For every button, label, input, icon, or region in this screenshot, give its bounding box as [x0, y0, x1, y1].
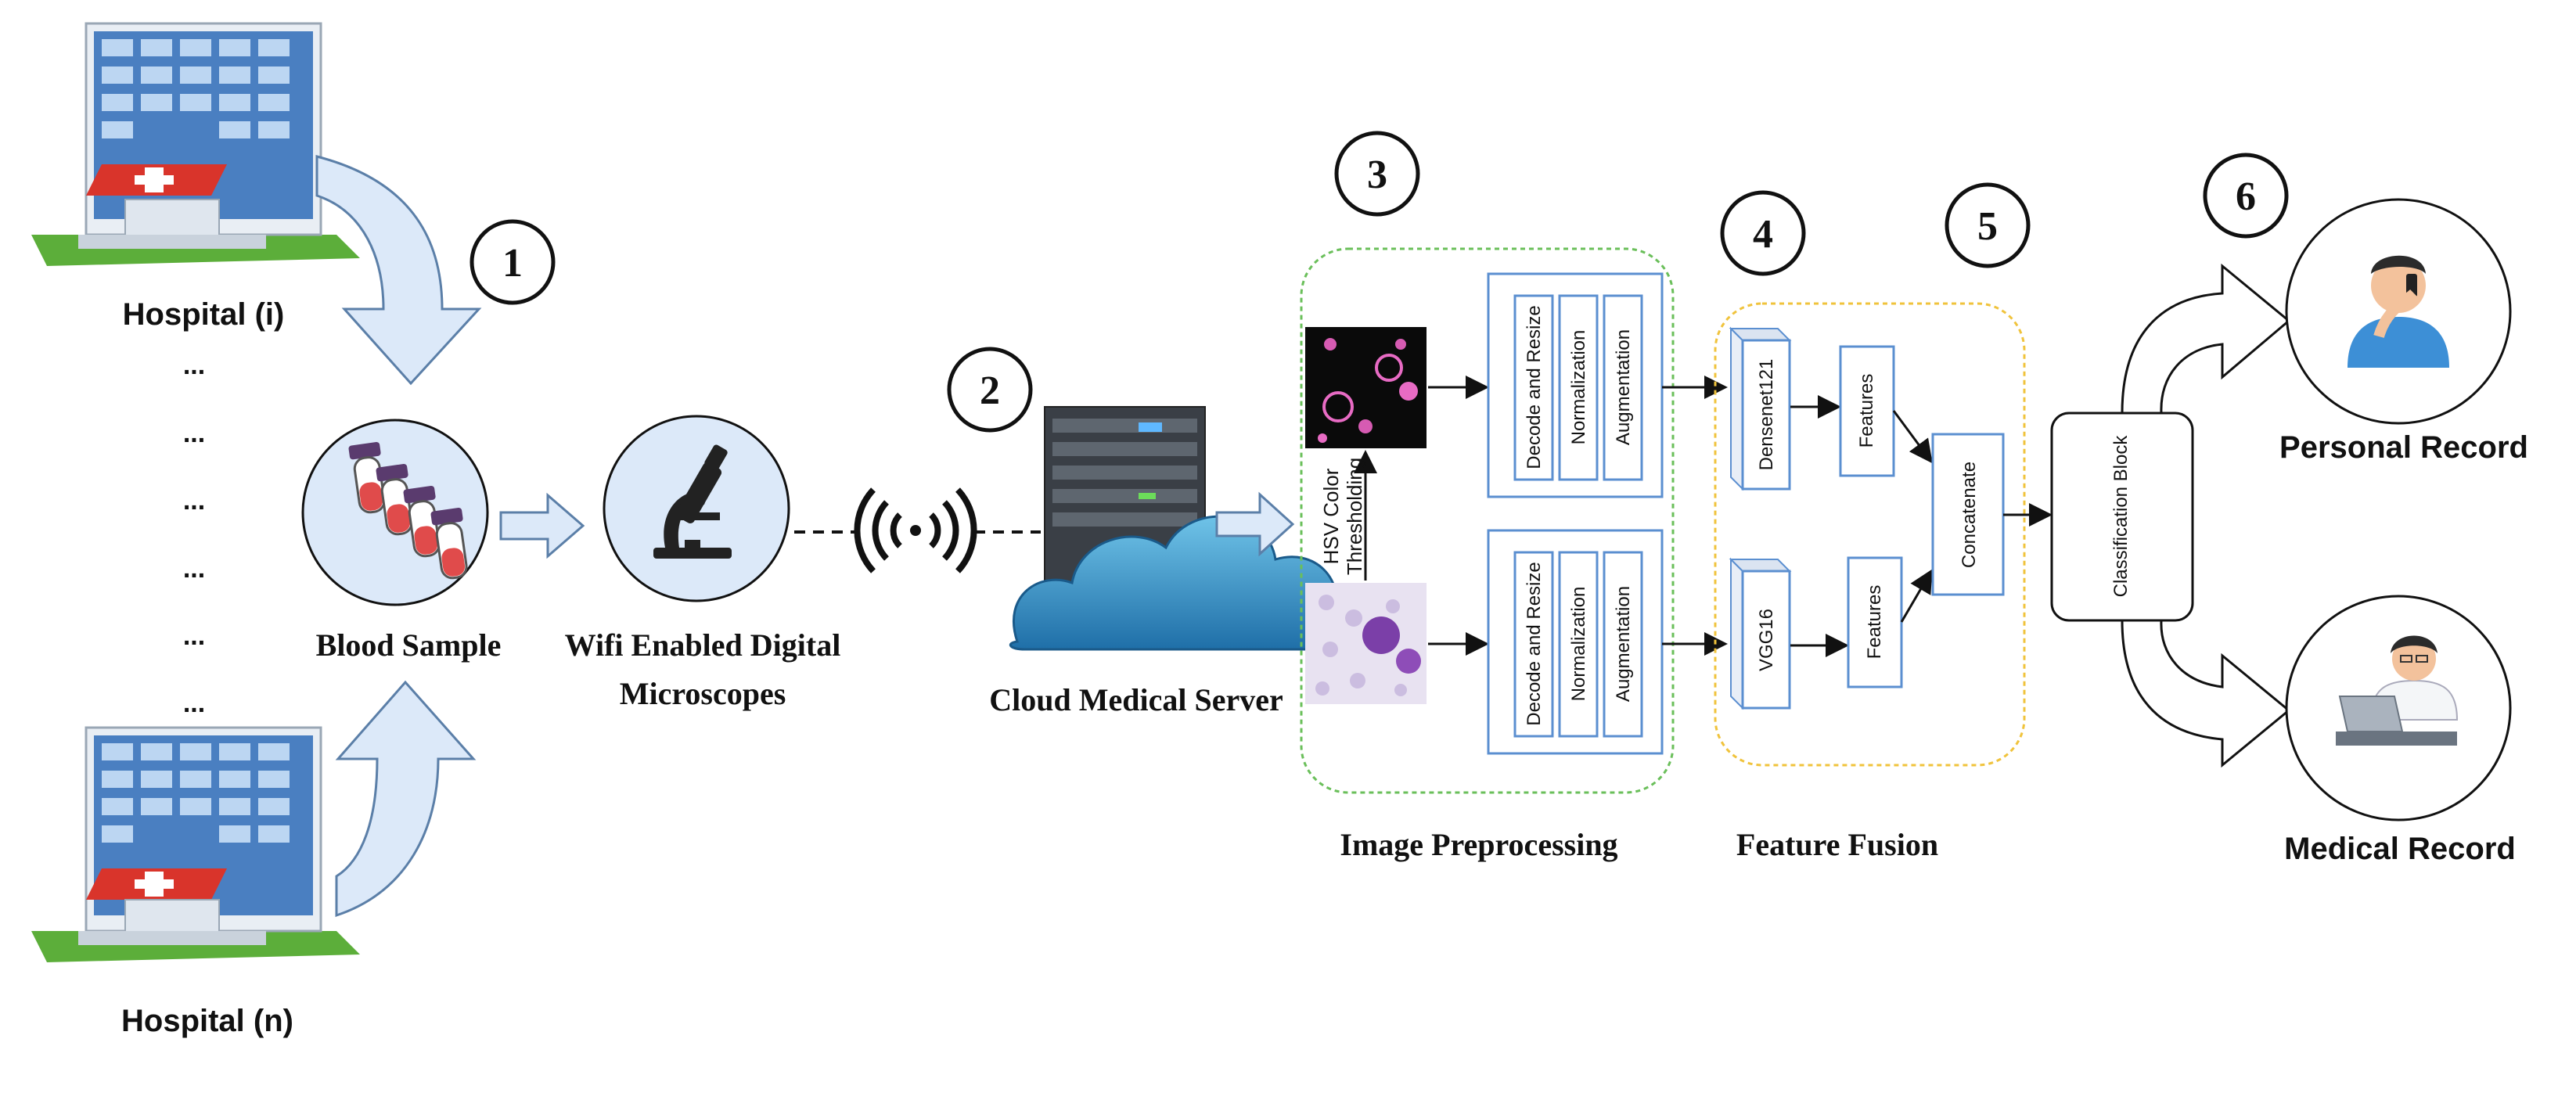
step-4-badge: 4: [1720, 190, 1806, 276]
person-phone-icon: [2348, 255, 2449, 368]
hospital-ellipsis-list: ... ... ... ... ... ...: [183, 350, 205, 718]
sample-image-blood-smear: [1305, 583, 1427, 704]
blood-sample-label: Blood Sample: [316, 627, 502, 663]
sample-image-thresholded: [1305, 327, 1427, 448]
ellipsis-1: ...: [183, 350, 205, 380]
vgg-label: VGG16: [1756, 609, 1777, 671]
arrow-cloud-to-preprocessing: [1215, 491, 1295, 557]
microscope-label-line1: Wifi Enabled Digital: [565, 627, 841, 663]
normalization-bottom: Normalization: [1568, 587, 1589, 702]
thresholding-label: HSV Color Thresholding: [1319, 458, 1366, 575]
normalization-top: Normalization: [1568, 330, 1589, 445]
step-3-number: 3: [1367, 153, 1387, 197]
vgg-block: VGG16: [1729, 557, 1792, 710]
medical-record-node: [2285, 595, 2512, 821]
curved-arrow-to-personal: [2121, 263, 2291, 415]
hospital-top-icon: [31, 22, 360, 266]
preprocessing-stack-bottom: Decode and Resize Normalization Augmenta…: [1487, 529, 1664, 755]
concatenate-label: Concatenate: [1959, 462, 1980, 568]
step-2-number: 2: [980, 368, 1000, 413]
fusion-container: [1714, 302, 2026, 767]
curved-arrow-bottom: [335, 680, 477, 918]
step-5-number: 5: [1977, 204, 1998, 249]
thresholding-line1: HSV Color: [1319, 468, 1343, 564]
personal-record-node: [2285, 198, 2512, 425]
decode-resize-top: Decode and Resize: [1524, 305, 1545, 469]
step-1-badge: 1: [470, 219, 556, 305]
augmentation-top: Augmentation: [1613, 329, 1634, 445]
augmentation-bottom: Augmentation: [1613, 586, 1634, 702]
microscope-icon: [653, 444, 732, 559]
curved-arrow-top: [315, 155, 482, 386]
densenet-block: Densenet121: [1729, 326, 1792, 491]
step-6-badge: 6: [2203, 153, 2289, 239]
arrow-blood-to-microscope: [499, 492, 585, 559]
step-6-number: 6: [2236, 174, 2256, 219]
fusion-section-label: Feature Fusion: [1736, 827, 1938, 862]
arrow-features-bottom-to-concat: [1900, 569, 1933, 623]
step-4-number: 4: [1753, 212, 1773, 257]
step-1-number: 1: [502, 241, 523, 286]
decode-resize-bottom: Decode and Resize: [1524, 562, 1545, 725]
ellipsis-3: ...: [183, 486, 205, 516]
test-tubes-icon: [348, 441, 468, 580]
cloud-server-icon: [1009, 406, 1348, 651]
preprocessing-container: [1300, 247, 1675, 794]
step-5-badge: 5: [1945, 182, 2031, 268]
hospital-bottom-icon: [31, 726, 360, 962]
doctor-laptop-icon: [2336, 635, 2459, 746]
wifi-signal-icon: [854, 487, 977, 573]
blood-sample-node: [301, 419, 489, 606]
curved-arrow-to-medical: [2121, 619, 2291, 768]
ellipsis-4: ...: [183, 554, 205, 584]
features-box-bottom: [1847, 556, 1903, 688]
step-2-badge: 2: [947, 347, 1033, 433]
arrow-features-top-to-concat: [1892, 410, 1933, 464]
densenet-label: Densenet121: [1756, 359, 1777, 471]
ellipsis-5: ...: [183, 621, 205, 651]
medical-record-label: Medical Record: [2284, 832, 2516, 866]
ellipsis-6: ...: [183, 688, 205, 718]
preprocessing-stack-top: Decode and Resize Normalization Augmenta…: [1487, 272, 1664, 498]
hospital-bottom-label: Hospital (n): [121, 1004, 293, 1038]
microscope-label-line2: Microscopes: [620, 676, 786, 711]
preprocessing-section-label: Image Preprocessing: [1340, 827, 1617, 862]
ellipsis-2: ...: [183, 419, 205, 448]
personal-record-label: Personal Record: [2279, 430, 2528, 465]
step-3-badge: 3: [1334, 131, 1420, 217]
microscope-node: [603, 415, 790, 602]
cloud-label: Cloud Medical Server: [989, 682, 1283, 717]
classification-label: Classification Block: [2110, 435, 2132, 598]
hospital-top-label: Hospital (i): [123, 297, 285, 332]
features-bottom-label: Features: [1864, 585, 1885, 660]
thresholding-line2: Thresholding: [1343, 458, 1366, 575]
features-top-label: Features: [1856, 374, 1877, 448]
